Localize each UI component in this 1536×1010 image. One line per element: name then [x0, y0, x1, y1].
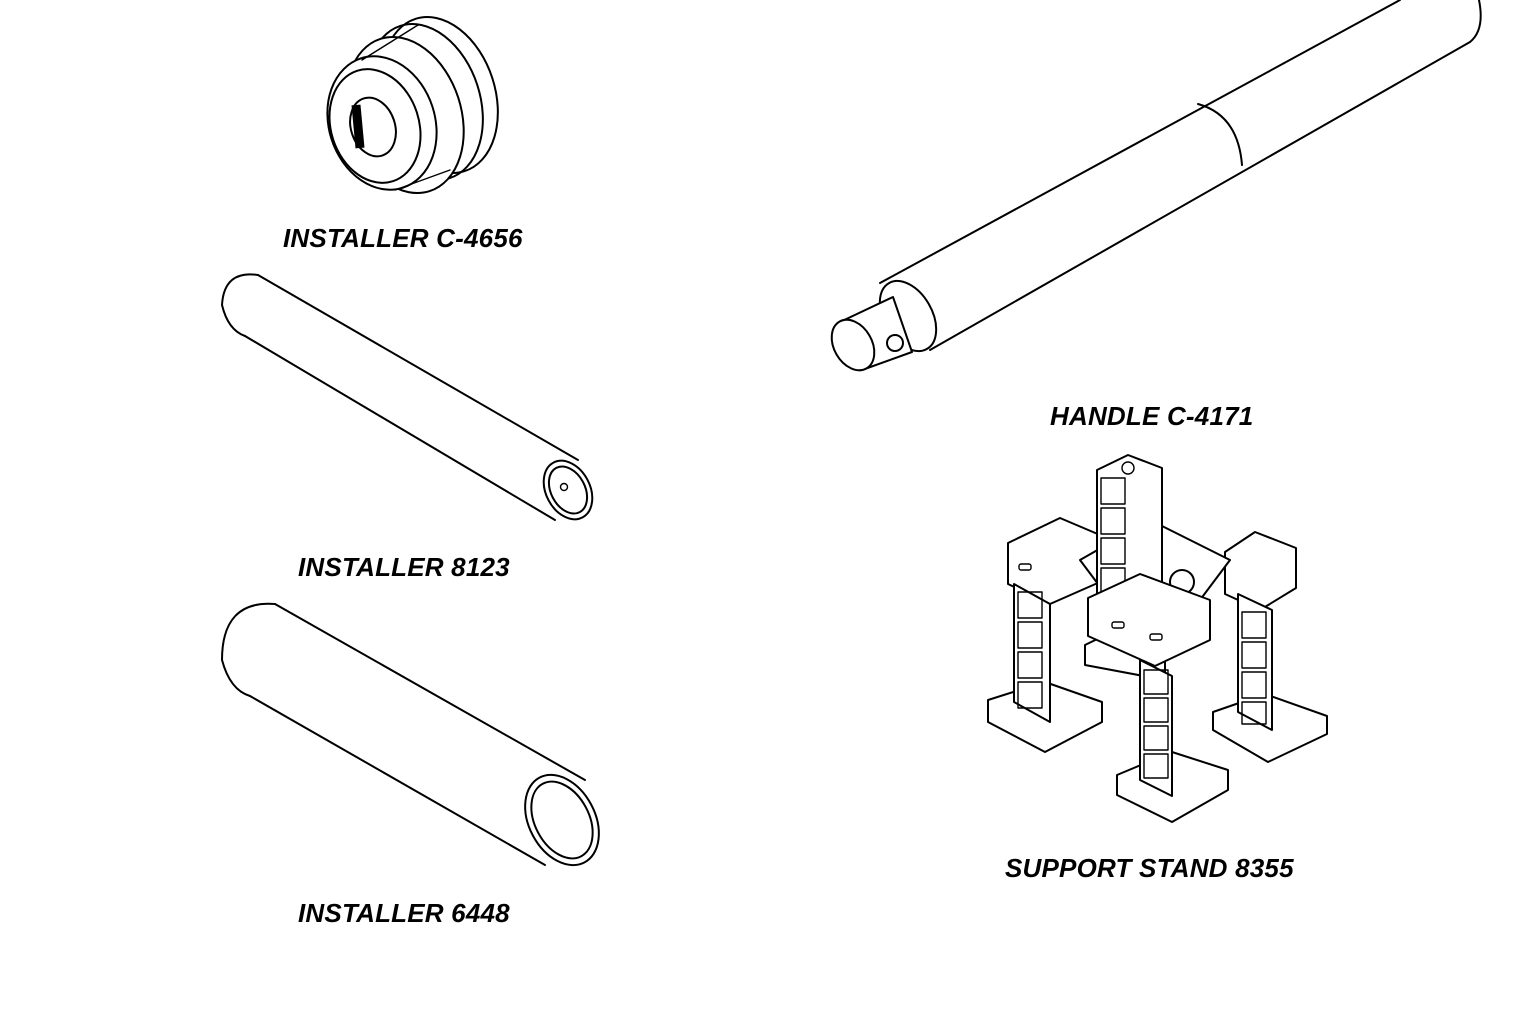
support-stand-8355-drawing	[987, 454, 1328, 823]
installer-c4656-drawing	[326, 16, 499, 195]
installer-c4656-label: INSTALLER C-4656	[283, 223, 523, 253]
installer-6448-label: INSTALLER 6448	[298, 898, 510, 928]
support-stand-8355-label: SUPPORT STAND 8355	[1005, 853, 1294, 883]
installer-8123-drawing	[221, 273, 594, 521]
handle-c4171-drawing	[830, 0, 1482, 372]
installer-8123-label: INSTALLER 8123	[298, 552, 510, 582]
installer-6448-drawing	[221, 602, 600, 867]
handle-c4171-label: HANDLE C-4171	[1050, 401, 1254, 431]
